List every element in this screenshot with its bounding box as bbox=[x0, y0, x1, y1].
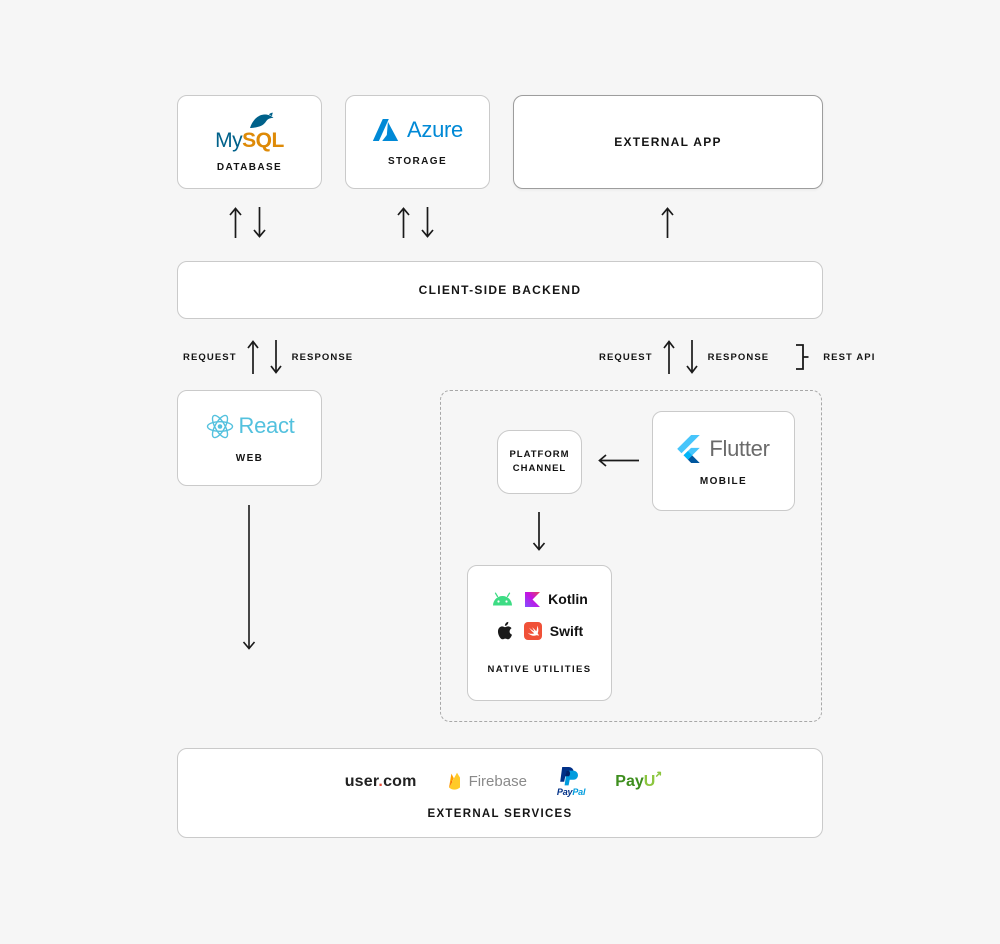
azure-storage-box: Azure STORAGE bbox=[345, 95, 490, 189]
platform-channel-box: PLATFORM CHANNEL bbox=[497, 430, 582, 494]
services-logo-row: user.com Firebase PayPal bbox=[344, 766, 665, 797]
native-box-label: NATIVE UTILITIES bbox=[487, 664, 592, 675]
android-kotlin-row: Kotlin bbox=[491, 591, 588, 607]
kotlin-label: Kotlin bbox=[548, 591, 588, 607]
firebase-logo: Firebase bbox=[447, 772, 527, 791]
external-app-box: EXTERNAL APP bbox=[513, 95, 823, 189]
flutter-icon bbox=[677, 435, 701, 463]
flutter-logo: Flutter bbox=[677, 435, 770, 463]
down-arrow-icon bbox=[421, 207, 434, 238]
mysql-database-box: MySQL DATABASE bbox=[177, 95, 322, 189]
swift-icon bbox=[523, 622, 542, 640]
down-arrow-icon bbox=[685, 340, 698, 374]
up-arrow-icon bbox=[229, 207, 242, 238]
azure-box-label: STORAGE bbox=[387, 156, 448, 167]
paypal-logo: PayPal bbox=[556, 766, 586, 797]
swift-logo: Swift bbox=[523, 622, 584, 640]
rest-api-label: REST API bbox=[823, 351, 876, 363]
request-label: REQUEST bbox=[183, 351, 237, 363]
paypal-monogram-icon bbox=[560, 766, 579, 785]
platformchannel-native-arrow-icon bbox=[532, 512, 546, 551]
azure-icon bbox=[372, 119, 399, 141]
backend-title: CLIENT-SIDE BACKEND bbox=[418, 283, 582, 297]
mysql-wordmark: MySQL bbox=[215, 128, 284, 152]
mysql-backend-arrows bbox=[228, 206, 267, 239]
react-logo: React bbox=[205, 413, 295, 440]
flutter-wordmark: Flutter bbox=[709, 436, 770, 461]
externalapp-backend-arrow bbox=[660, 206, 675, 239]
azure-logo: Azure bbox=[372, 117, 463, 143]
mobile-group-container bbox=[440, 390, 822, 722]
flutter-mobile-box: Flutter MOBILE bbox=[652, 411, 795, 511]
kotlin-icon bbox=[525, 591, 541, 607]
bracket-icon bbox=[796, 344, 809, 370]
firebase-flame-icon bbox=[448, 772, 460, 790]
react-wordmark: React bbox=[238, 413, 295, 438]
kotlin-logo: Kotlin bbox=[525, 591, 588, 607]
flutter-platformchannel-arrow-icon bbox=[598, 454, 639, 467]
up-arrow-icon bbox=[397, 207, 410, 238]
down-arrow-icon bbox=[253, 207, 266, 238]
client-side-backend-box: CLIENT-SIDE BACKEND bbox=[177, 261, 823, 319]
react-box-label: WEB bbox=[235, 452, 264, 464]
paypal-wordmark: PayPal bbox=[556, 786, 586, 797]
azure-backend-arrows bbox=[396, 206, 435, 239]
swift-label: Swift bbox=[549, 623, 584, 639]
down-arrow-icon bbox=[269, 340, 282, 374]
web-request-response-flow: REQUEST RESPONSE bbox=[183, 338, 353, 376]
external-services-title: EXTERNAL SERVICES bbox=[427, 807, 573, 820]
azure-wordmark: Azure bbox=[407, 117, 463, 142]
native-utilities-box: Kotlin Swift NATIVE UTILITIES bbox=[467, 565, 612, 701]
payu-logo: PayU ➜ bbox=[615, 767, 665, 790]
platform-channel-title: PLATFORM CHANNEL bbox=[509, 448, 570, 474]
mysql-dolphin-icon bbox=[250, 112, 274, 128]
react-web-box: React WEB bbox=[177, 390, 322, 486]
react-services-arrow-icon bbox=[242, 505, 256, 650]
react-atom-icon bbox=[206, 414, 233, 438]
mysql-box-label: DATABASE bbox=[216, 161, 283, 173]
up-arrow-icon bbox=[661, 207, 674, 238]
apple-swift-row: Swift bbox=[496, 621, 583, 641]
up-arrow-icon bbox=[662, 340, 675, 374]
firebase-wordmark: Firebase bbox=[468, 773, 527, 790]
mobile-request-response-flow: REQUEST RESPONSE REST API bbox=[599, 338, 875, 376]
response-label: RESPONSE bbox=[291, 351, 354, 363]
external-app-title: EXTERNAL APP bbox=[614, 135, 722, 149]
usercom-dot: . bbox=[378, 772, 384, 790]
android-icon bbox=[493, 592, 513, 606]
flutter-box-label: MOBILE bbox=[699, 476, 748, 487]
response-label: RESPONSE bbox=[707, 351, 770, 363]
external-services-box: user.com Firebase PayPal bbox=[177, 748, 823, 838]
apple-icon bbox=[497, 621, 512, 640]
request-label: REQUEST bbox=[599, 351, 653, 363]
mysql-logo: MySQL bbox=[215, 112, 284, 153]
usercom-logo: user.com bbox=[344, 772, 417, 790]
up-arrow-icon bbox=[246, 340, 259, 374]
